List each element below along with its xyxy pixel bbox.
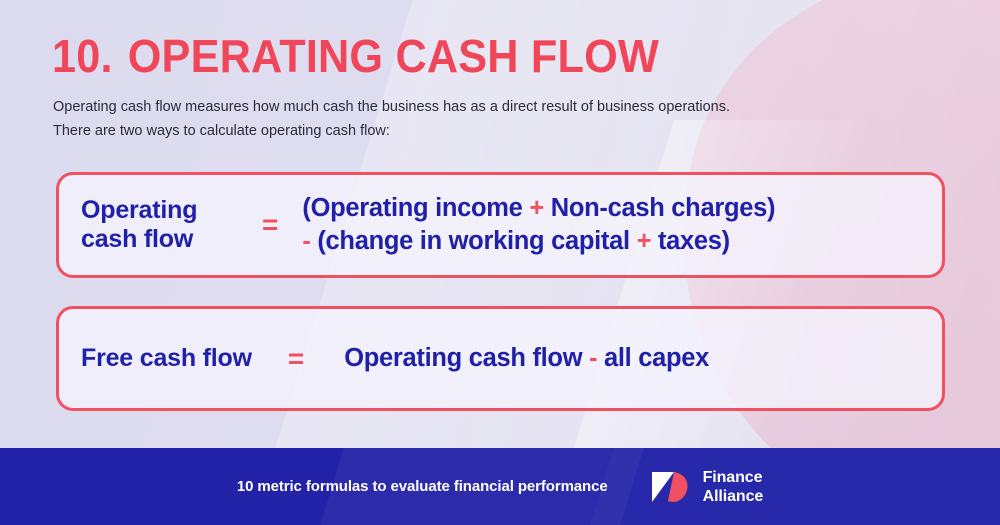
- footer-content: 10 metric formulas to evaluate financial…: [0, 448, 1000, 525]
- page-subtitle-line-2: There are two ways to calculate operatin…: [53, 123, 390, 139]
- formula-2-right-side: Operating cash flow - all capex: [344, 342, 709, 375]
- formula-1-term-working-capital: change in working capital: [325, 227, 637, 255]
- brand-name-line-1: Finance: [702, 468, 763, 486]
- formula-card-free-cash-flow: Free cash flow = Operating cash flow - a…: [56, 306, 945, 411]
- finance-alliance-wordmark: Finance Alliance: [703, 468, 764, 506]
- formula-1-plus-2: +: [636, 227, 652, 255]
- formula-2-left-side: Free cash flow: [81, 344, 252, 372]
- formula-1-close-paren-1: ): [767, 194, 776, 222]
- formula-2-minus: -: [589, 344, 598, 372]
- finance-alliance-logo-icon: [651, 471, 688, 502]
- formula-1-minus: -: [302, 227, 311, 255]
- formula-1-term-taxes: taxes: [651, 227, 722, 255]
- formula-1-right-side: (Operating income + Non-cash charges) - …: [302, 192, 775, 258]
- formula-1-right-line-1: (Operating income + Non-cash charges): [302, 192, 775, 225]
- brand-name-line-2: Alliance: [702, 487, 764, 505]
- formula-1-close-paren-2: ): [721, 227, 731, 255]
- formula-1-open-paren-2: (: [310, 227, 326, 255]
- page-title: 10. OPERATING CASH FLOW: [52, 30, 659, 82]
- formula-1-left-side: Operating cash flow: [81, 196, 256, 254]
- formula-1-left-line-1: Operating: [81, 196, 198, 224]
- page-title-text: OPERATING CASH FLOW: [127, 30, 659, 82]
- footer-bar: 10 metric formulas to evaluate financial…: [0, 448, 1000, 525]
- formula-1-term-non-cash-charges: Non-cash charges: [543, 194, 768, 222]
- formula-1-equals-sign: =: [262, 209, 279, 240]
- formula-1-open-paren-1: (: [302, 194, 311, 222]
- page-title-number: 10.: [52, 30, 113, 82]
- formula-1-term-operating-income: Operating income: [310, 194, 530, 222]
- formula-2-equals-sign: =: [287, 342, 305, 374]
- formula-1-plus-1: +: [529, 194, 544, 222]
- finance-alliance-logo: Finance Alliance: [650, 467, 764, 507]
- formula-2-term-operating-cash-flow: Operating cash flow: [344, 344, 590, 372]
- footer-tagline: 10 metric formulas to evaluate financial…: [236, 478, 608, 495]
- formula-2-term-all-capex: all capex: [597, 344, 710, 372]
- formula-1-left-line-2: cash flow: [81, 225, 194, 253]
- formula-1-right-line-2: - (change in working capital + taxes): [302, 225, 775, 258]
- page-subtitle-line-1: Operating cash flow measures how much ca…: [53, 99, 731, 115]
- formula-card-operating-cash-flow: Operating cash flow = (Operating income …: [56, 172, 945, 278]
- page-subtitle: Operating cash flow measures how much ca…: [53, 95, 883, 143]
